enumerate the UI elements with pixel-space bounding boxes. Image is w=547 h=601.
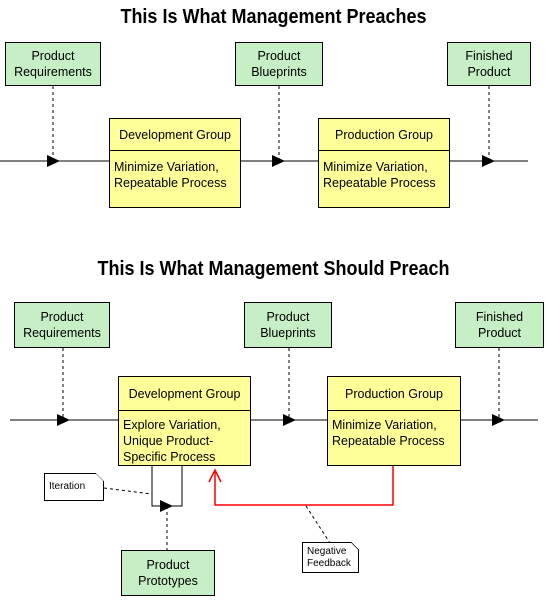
top-development-group: Development Group Minimize Variation, Re…	[109, 118, 241, 208]
iteration-loop-left	[151, 465, 161, 507]
bottom-product-requirements: Product Requirements	[14, 302, 110, 348]
bottom-arrow-3	[492, 414, 505, 426]
iteration-note-dash	[103, 487, 153, 495]
product-prototypes: Product Prototypes	[121, 550, 215, 596]
bottom-production-title: Production Group	[328, 377, 460, 411]
top-development-title: Development Group	[110, 119, 240, 151]
bottom-production-group: Production Group Minimize Variation, Rep…	[327, 376, 461, 466]
top-development-text: Minimize Variation, Repeatable Process	[114, 160, 227, 190]
feedback-note-dash	[305, 505, 331, 544]
top-production-group: Production Group Minimize Variation, Rep…	[318, 118, 450, 208]
negative-feedback-note: Negative Feedback	[302, 542, 359, 573]
feedback-arrowhead	[208, 468, 222, 483]
feedback-line	[214, 465, 394, 506]
iteration-note: Iteration	[44, 473, 104, 501]
top-production-title: Production Group	[319, 119, 449, 151]
bottom-development-text: Explore Variation, Unique Product- Speci…	[123, 418, 221, 464]
top-product-requirements: Product Requirements	[5, 42, 101, 86]
bottom-title: This Is What Management Should Preach	[97, 258, 450, 280]
top-production-text: Minimize Variation, Repeatable Process	[323, 160, 436, 190]
bottom-development-group: Development Group Explore Variation, Uni…	[118, 376, 251, 466]
iteration-loop-right	[170, 465, 183, 507]
bottom-finished-product: Finished Product	[455, 302, 544, 348]
bottom-product-blueprints: Product Blueprints	[244, 302, 332, 348]
top-product-blueprints: Product Blueprints	[235, 42, 323, 86]
bottom-production-text: Minimize Variation, Repeatable Process	[332, 418, 445, 448]
bottom-development-title: Development Group	[119, 377, 250, 411]
bottom-arrow-2	[283, 414, 296, 426]
top-finished-product: Finished Product	[447, 42, 531, 86]
top-title: This Is What Management Preaches	[120, 6, 427, 28]
bottom-arrow-1	[57, 414, 70, 426]
